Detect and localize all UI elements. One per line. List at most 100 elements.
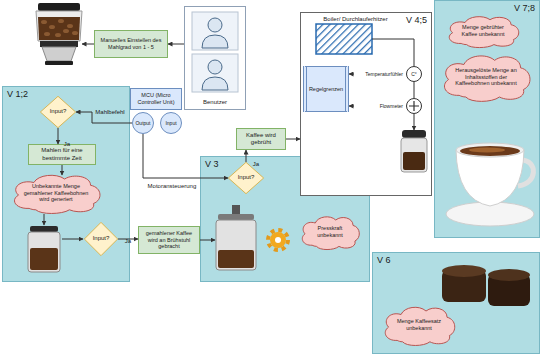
gear-icon [275,237,281,243]
coffee-jar [402,130,426,138]
process-box: Mahlen für eine bestimmte Zeit [28,144,96,165]
uncertainty-cloud: Menge gebrühter Kaffee unbekannt [444,14,522,48]
coffee-puck [442,270,486,302]
cloud-outline [302,217,359,250]
node-label: Output [135,120,150,126]
cloud-outline [14,175,100,213]
connector [414,82,415,98]
connector [118,239,138,240]
controller-process: Regelgrenzen [303,66,349,112]
node-label: Input? [238,174,255,181]
node-label: Presskraft unbekannt [308,225,352,238]
grinder-illustration [42,47,76,61]
connector [76,112,132,123]
process-box: Manuelles Einstellen des Mahlgrad von 1 … [94,30,168,58]
user-icon [208,60,222,74]
edge-label: Motoransteuerung [147,183,198,190]
user-icon [202,35,228,48]
edge-label: Ja [63,141,71,148]
grinder-illustration [45,61,73,65]
coffee-jar [403,152,425,170]
node-label: Herausgelöste Menge an Inhaltsstoffen de… [453,67,518,87]
stage-label: V 6 [377,255,391,266]
connector [246,150,247,162]
connector [62,165,63,175]
grinder-illustration [36,11,82,41]
controller-box: MCU (Micro Controller Unit) [130,88,182,110]
node-label: Regelgrenzen [309,86,343,93]
coffee-puck [442,265,486,277]
press-illustration [216,220,256,270]
coffee-jar [401,138,427,172]
flow-line [44,214,45,225]
press-illustration [232,205,240,215]
heater-element [316,24,372,54]
uncertainty-cloud: Unbekannte Menge gemahlener Kaffeebohnen… [8,172,104,214]
coffee-puck [488,269,530,281]
press-illustration [218,250,254,268]
gear-icon [270,232,286,248]
gear-icon [268,230,288,250]
coffee-cup [446,202,534,226]
node-label: Mahlen für eine bestimmte Zeit [32,147,92,161]
coffee-bean [58,19,64,23]
node-label: Input? [93,235,110,242]
coffee-bean [41,19,78,37]
uncertainty-cloud: Herausgelöste Menge an Inhaltsstoffen de… [438,52,534,102]
stage-panel: V 6 Menge Kaffeesatz unbekannt [372,252,540,354]
coffee-puck [442,265,530,306]
cloud-outline [449,17,518,48]
node-label: Benutzer [203,99,227,106]
flowmeter-plus [409,101,419,111]
stage-label: V 4;5 [406,15,427,26]
edge-label-anchor: Ja [252,152,260,170]
user-icon [208,18,222,32]
node-label: Temperaturfühler [365,71,403,77]
flowmeter-plus [409,101,419,111]
cloud-outline [385,307,454,345]
flowmeter-ring [406,98,422,114]
edge-label-anchor: Motoransteuerung [147,174,198,192]
flow-line [414,114,415,130]
port-circle: Input [160,112,182,134]
flow-line [82,44,94,45]
press-illustration [218,214,254,220]
boiler-panel: Boiler/ DurchlauferhitzerV 4;5Temperatur… [300,12,432,196]
node-label: MCU (Micro Controller Unit) [134,92,178,105]
node-label: Flowmeter [380,103,403,109]
stage-label: V 3 [205,159,219,170]
edge-label: Mahlbefehl [94,109,125,116]
coffee-cup [456,143,524,157]
ground-coffee-container [30,248,58,270]
flow-line [372,39,414,66]
coffee-bean [67,24,73,28]
cloud-outline [444,56,530,101]
edge-label-anchor: Ja [124,229,132,247]
coffee-cup [518,160,533,186]
coffee-cup [469,148,505,153]
node-label: Unbekannte Menge gemahlener Kaffeebohnen… [23,183,88,203]
press-illustration [216,205,256,270]
connector [168,44,184,45]
coffee-cup [460,146,520,156]
stage-label: V 7;8 [514,3,535,14]
stage-label: V 1;2 [7,89,28,100]
process-box: Kaffee wird gebrüht [236,128,286,150]
flow-line [62,239,83,240]
node-label: Menge Kaffeesatz unbekannt [393,318,446,331]
connector [349,74,354,75]
grinder-illustration [38,17,80,40]
coffee-bean [49,25,55,29]
coffee-cup [456,150,524,206]
decision-diamond: Input? [84,222,118,256]
coffee-bean [63,29,69,33]
heater-element [316,24,372,54]
flow-sensor: Flowmeter [354,98,422,114]
coffee-bean [55,33,61,37]
temperature-sensor: TemperaturfühlerC° [354,66,422,82]
user-icon [192,54,238,92]
stage-panel: V 7;8Menge gebrühter Kaffee unbekanntHer… [434,0,540,238]
uncertainty-cloud: Menge Kaffeesatz unbekannt [380,304,458,346]
